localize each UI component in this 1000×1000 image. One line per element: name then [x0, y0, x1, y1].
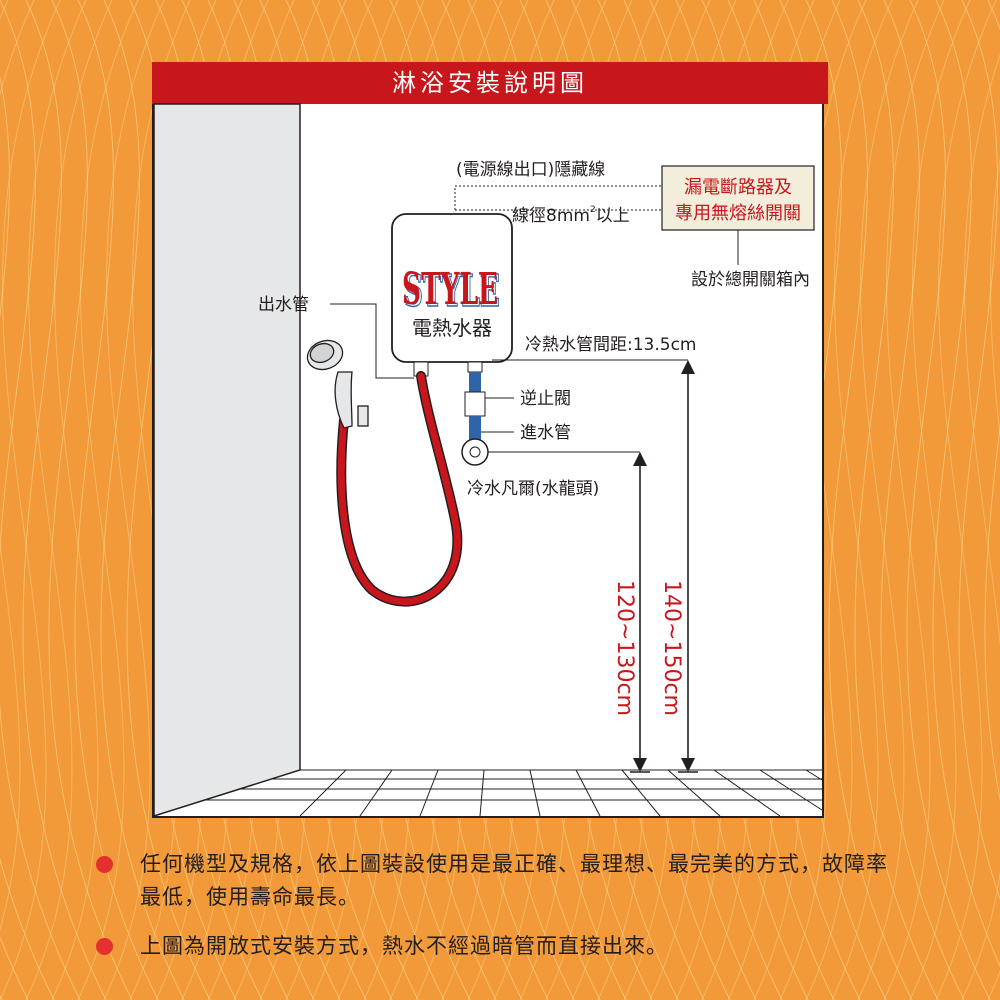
heater-height-label: 140~150cm	[659, 580, 684, 716]
inlet-pipe-lower	[469, 416, 481, 444]
check-valve-label: 逆止閥	[520, 389, 571, 409]
inlet-pipe-label: 進水管	[520, 423, 571, 443]
check-valve	[464, 391, 486, 417]
main-box-label: 設於總開關箱內	[691, 270, 810, 290]
faucet-height-label: 120~130cm	[612, 580, 637, 716]
brand-logo: STYLE	[404, 266, 500, 317]
side-wall	[153, 103, 301, 818]
bullet-icon	[96, 938, 113, 955]
shower-hose-color	[337, 372, 461, 605]
outlet-pipe-label: 出水管	[258, 295, 309, 315]
breaker-label-line2: 專用無熔絲開關	[675, 203, 801, 224]
note-item-2: 上圖為開放式安裝方式，熱水不經過暗管而直接出來。	[96, 930, 896, 963]
note-text: 上圖為開放式安裝方式，熱水不經過暗管而直接出來。	[140, 934, 668, 958]
wire-gauge-label: 線徑8mm2以上	[512, 205, 630, 226]
page-title: 淋浴安裝說明圖	[152, 62, 828, 104]
cold-valve-label: 冷水凡爾(水龍頭)	[467, 479, 599, 499]
note-text: 任何機型及規格，依上圖裝設使用是最正確、最理想、最完美的方式，故障率最低，使用壽…	[140, 852, 888, 909]
brand-logo-shadow: STYLE	[402, 264, 498, 315]
power-outlet-label: (電源線出口)隱藏線	[456, 160, 605, 180]
cold-water-valve-center	[469, 446, 481, 458]
water-heater-body	[391, 213, 513, 363]
dimension-heater	[678, 360, 698, 773]
breaker-box	[661, 165, 815, 231]
inlet-pipe-upper	[469, 372, 481, 392]
pipe-spacing-label: 冷熱水管間距:13.5cm	[525, 335, 697, 355]
product-label: 電熱水器	[412, 316, 492, 340]
floor-tiles	[205, 769, 823, 817]
hidden-wire	[454, 185, 662, 211]
breaker-label-line1: 漏電斷路器及	[684, 177, 792, 198]
outlet-pipe-leader	[330, 303, 414, 379]
bullet-icon	[96, 856, 113, 873]
shower-head	[306, 339, 369, 429]
note-item-1: 任何機型及規格，依上圖裝設使用是最正確、最理想、最完美的方式，故障率最低，使用壽…	[96, 848, 896, 914]
inlet-fitting	[467, 361, 483, 373]
dimension-faucet	[630, 452, 650, 773]
